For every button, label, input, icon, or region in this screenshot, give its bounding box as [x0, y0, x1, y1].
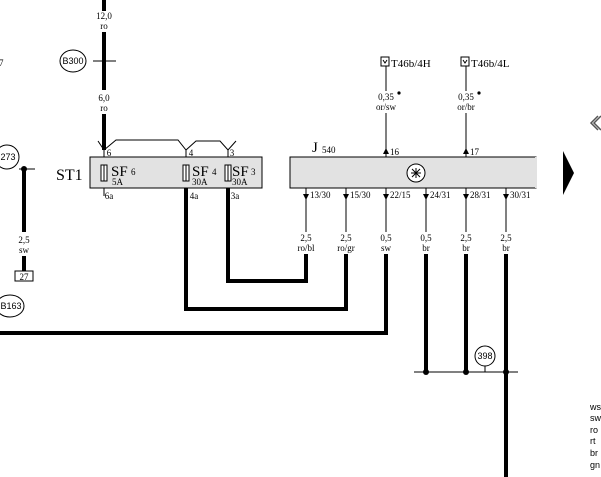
connector-273 — [0, 144, 20, 170]
connector-398-label: 398 — [477, 351, 492, 361]
svg-text:22/15: 22/15 — [390, 190, 411, 200]
j540-star-icon — [411, 168, 421, 178]
t4h-size: 0,35 — [378, 92, 394, 102]
st1-fuse-box — [89, 156, 263, 189]
b300-label: B300 — [62, 56, 83, 66]
connector-398 — [474, 345, 496, 367]
t4h-connector-icon — [380, 56, 390, 67]
j540-sub: 540 — [322, 145, 336, 155]
ground-27-label: 27 — [20, 272, 30, 282]
connector-b163-label: B163 — [0, 301, 21, 311]
fuse4-pin-top: 4 — [189, 148, 194, 158]
legend-item: gn — [590, 460, 600, 470]
edge-fragment: 7 — [0, 58, 4, 68]
ground-point-27 — [14, 270, 34, 282]
legend-item: ws — [589, 402, 601, 412]
j540-pin-13-30: 13/30 2,5 ro/bl — [298, 188, 331, 253]
t4l-pin: 17 — [470, 147, 480, 157]
color-legend: ws sw ro rt br gn — [589, 402, 601, 470]
fuse3-pin-top: 3 — [230, 148, 235, 158]
fuse6-rating: 5A — [112, 177, 124, 187]
wire-left-size: 2,5 — [18, 235, 30, 245]
svg-text:15/30: 15/30 — [350, 190, 371, 200]
fuse3-rating: 30A — [232, 177, 248, 187]
svg-text:2,5: 2,5 — [340, 233, 352, 243]
fuse6-pin-bottom: 6a — [105, 191, 114, 201]
legend-item: ro — [590, 425, 598, 435]
svg-text:br: br — [462, 243, 470, 253]
fuse4-pin-bottom: 4a — [190, 191, 199, 201]
svg-text:2,5: 2,5 — [500, 233, 512, 243]
wire-top-color: ro — [100, 21, 108, 31]
svg-text:24/31: 24/31 — [430, 190, 451, 200]
j540-pin-22-15: 22/15 0,5 sw — [380, 188, 411, 253]
wire-left-color: sw — [19, 245, 30, 255]
fuse6-name: SF — [111, 164, 128, 180]
t4l-label: T46b/4L — [471, 58, 510, 70]
connector-273-label: 273 — [0, 152, 15, 162]
prev-page-icon[interactable] — [586, 110, 601, 136]
svg-text:28/31: 28/31 — [470, 190, 491, 200]
fuse3-num: 3 — [251, 167, 256, 177]
t4l-color: or/br — [457, 102, 475, 112]
j540-label: J — [312, 140, 318, 156]
svg-text:2,5: 2,5 — [460, 233, 472, 243]
svg-text:sw: sw — [381, 243, 392, 253]
connector-b163 — [0, 294, 25, 318]
fuse4-name: SF — [192, 164, 209, 180]
svg-text:ro/gr: ro/gr — [337, 243, 355, 253]
wire-st1-size: 6,0 — [98, 93, 110, 103]
svg-text:13/30: 13/30 — [310, 190, 331, 200]
j540-pin-24-31: 24/31 0,5 br — [420, 188, 451, 253]
b300-connector — [59, 49, 87, 73]
play-right-icon[interactable] — [563, 151, 574, 195]
wire-st1-color: ro — [100, 103, 108, 113]
fuse3-name: SF — [232, 164, 249, 180]
t4h-label: T46b/4H — [391, 58, 431, 70]
fuse-bus-bar — [97, 139, 237, 151]
fuse6-pin-top: 6 — [107, 148, 112, 158]
j540-pin-15-30: 15/30 2,5 ro/gr — [337, 188, 371, 253]
fuse6-num: 6 — [131, 167, 136, 177]
svg-text:br: br — [422, 243, 430, 253]
svg-text:0,5: 0,5 — [420, 233, 432, 243]
fuse3-pin-bottom: 3a — [231, 191, 240, 201]
t4l-size: 0,35 — [458, 92, 474, 102]
fuse4-num: 4 — [212, 167, 217, 177]
legend-item: br — [590, 448, 598, 458]
t4h-pin: 16 — [390, 147, 400, 157]
svg-text:br: br — [502, 243, 510, 253]
j540-pin-30-31: 30/31 2,5 br — [500, 188, 531, 253]
t4l-connector-icon — [460, 56, 470, 67]
svg-text:2,5: 2,5 — [300, 233, 312, 243]
next-page-button[interactable] — [563, 151, 574, 195]
legend-item: sw — [590, 413, 601, 423]
wire-top-size: 12,0 — [96, 11, 112, 21]
t4h-color: or/sw — [376, 102, 397, 112]
svg-text:0,5: 0,5 — [380, 233, 392, 243]
j540-pin-28-31: 28/31 2,5 br — [460, 188, 491, 253]
st1-label: ST1 — [56, 167, 83, 184]
legend-item: rt — [590, 436, 596, 446]
svg-text:30/31: 30/31 — [510, 190, 531, 200]
fuse4-rating: 30A — [192, 177, 208, 187]
svg-text:ro/bl: ro/bl — [298, 243, 315, 253]
